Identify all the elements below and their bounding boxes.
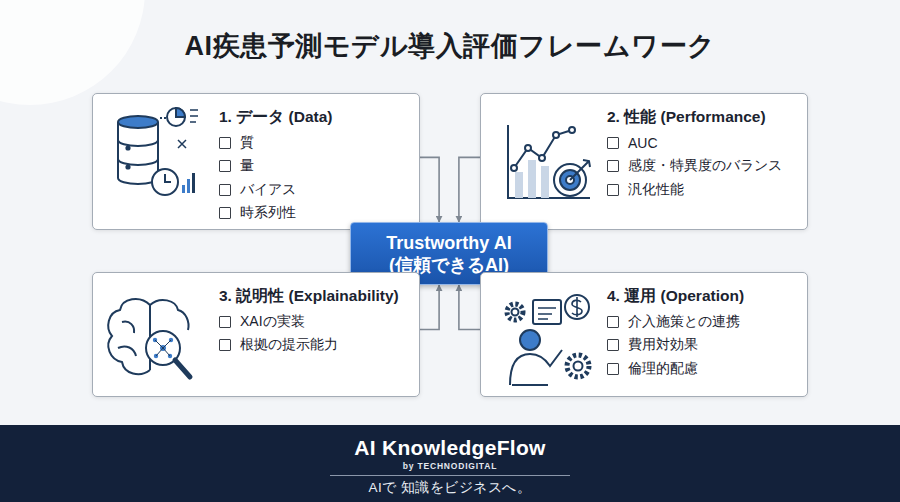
checklist-item: XAIの実装: [240, 313, 305, 331]
checkbox: [219, 137, 231, 149]
checklist-item: 根拠の提示能力: [240, 336, 338, 354]
brand-byline: by TECHNODIGITAL: [0, 460, 900, 472]
criteria-box: 1. データ (Data) 質量バイアス時系列性: [92, 93, 420, 230]
checklist-row: 感度・特異度のバランス: [607, 155, 799, 179]
checklist-item: バイアス: [240, 181, 296, 199]
checklist-item: 費用対効果: [628, 336, 698, 354]
brand-name: AI KnowledgeFlow: [0, 436, 900, 460]
criteria-box: 2. 性能 (Performance) AUC 感度・特異度のバランス汎化性能: [480, 93, 808, 230]
box-heading: 3. 説明性 (Explainability): [219, 286, 411, 306]
checklist-row: 根拠の提示能力: [219, 334, 411, 358]
checklist-item: 汎化性能: [628, 181, 684, 199]
checkbox: [219, 207, 231, 219]
checklist-row: バイアス: [219, 178, 411, 202]
box-heading: 2. 性能 (Performance): [607, 107, 799, 127]
checklist-row: 量: [219, 155, 411, 179]
brand-slogan: AIで 知識をビジネスへ。: [0, 479, 900, 497]
checkbox: [219, 339, 231, 351]
criteria-box: 3. 説明性 (Explainability) XAIの実装根拠の提示能力: [92, 272, 420, 397]
checklist-row: 倫理的配慮: [607, 357, 799, 381]
box-heading: 1. データ (Data): [219, 107, 411, 127]
checklist-item: 倫理的配慮: [628, 360, 698, 378]
connector-arrow: [420, 157, 439, 222]
checkbox: [607, 137, 619, 149]
checklist-item: 質: [240, 134, 254, 152]
checklist-row: 汎化性能: [607, 178, 799, 202]
checklist-item: 感度・特異度のバランス: [628, 157, 782, 175]
checkbox: [219, 316, 231, 328]
checklist-row: AUC: [607, 131, 799, 155]
checkbox: [607, 160, 619, 172]
checklist-row: 質: [219, 131, 411, 155]
footer-band: AI KnowledgeFlowby TECHNODIGITAL AIで 知識をビ…: [0, 425, 900, 502]
checkbox: [607, 184, 619, 196]
box-heading: 4. 運用 (Operation): [607, 286, 799, 306]
background-circle: [0, 0, 145, 105]
checklist-item: 介入施策との連携: [628, 313, 740, 331]
checkbox: [219, 184, 231, 196]
checkbox: [607, 363, 619, 375]
checklist-item: 量: [240, 157, 254, 175]
separator-line: [330, 475, 570, 476]
checklist-item: AUC: [628, 135, 658, 151]
checklist-row: 費用対効果: [607, 334, 799, 358]
connector-arrow: [459, 285, 480, 330]
core-label: Trustworthy AI: [386, 232, 511, 254]
checklist-row: XAIの実装: [219, 310, 411, 334]
criteria-box: 4. 運用 (Operation) 介入施策との連携費用対効果倫理的配慮: [480, 272, 808, 397]
checkbox: [219, 160, 231, 172]
diagram-title: AI疾患予測モデル導入評価フレームワーク: [0, 28, 900, 64]
connector-arrow: [459, 157, 480, 222]
checklist-item: 時系列性: [240, 204, 296, 222]
checklist-row: 介入施策との連携: [607, 310, 799, 334]
checkbox: [607, 339, 619, 351]
checkbox: [607, 316, 619, 328]
connector-arrow: [420, 285, 439, 330]
